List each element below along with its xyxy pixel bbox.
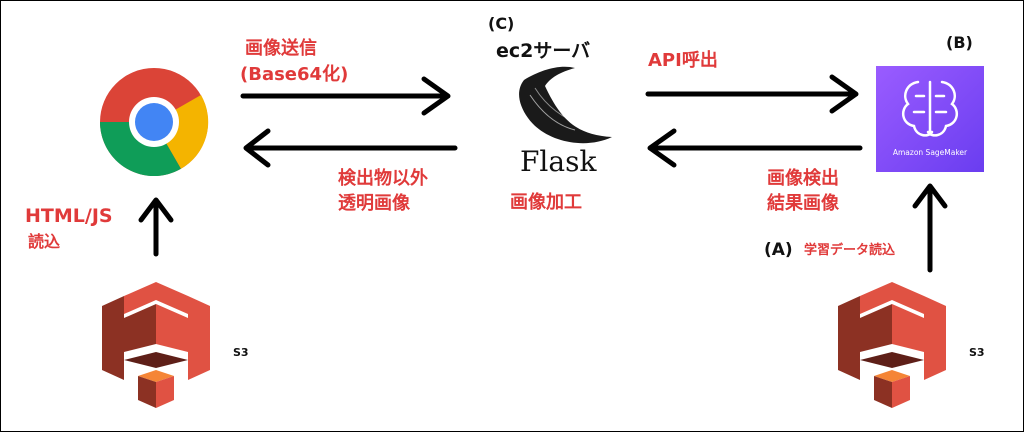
arrow-return: [243, 128, 458, 168]
send-label-line2: (Base64化): [240, 64, 349, 85]
return-label-line2: 透明画像: [338, 193, 410, 214]
server-name: ec2サーバ: [496, 40, 591, 62]
arrow-detect-return: [647, 128, 863, 168]
html-js-label-line2: 読込: [28, 232, 61, 251]
flask-wordmark: Flask: [520, 145, 597, 178]
s3-right-label: S3: [969, 346, 985, 359]
server-process-label: 画像加工: [510, 192, 582, 213]
arrow-training-load: [912, 183, 948, 273]
send-label-line1: 画像送信: [245, 38, 317, 59]
arrow-api-call: [645, 74, 859, 114]
s3-left-label: S3: [233, 346, 249, 359]
sagemaker-caption: Amazon SageMaker: [892, 148, 968, 157]
api-call-label: API呼出: [648, 50, 718, 71]
s3-icon: [102, 282, 210, 408]
detect-label-line1: 画像検出: [767, 168, 839, 189]
flask-icon: [519, 66, 612, 144]
sagemaker-tag: (B): [946, 33, 973, 52]
training-label: 学習データ読込: [804, 243, 896, 258]
s3-icon: [838, 282, 946, 408]
sagemaker-icon: [876, 66, 984, 172]
html-js-label-line1: HTML/JS: [25, 205, 113, 227]
detect-label-line2: 結果画像: [767, 193, 839, 214]
arrow-send: [240, 76, 451, 116]
return-label-line1: 検出物以外: [338, 168, 428, 189]
server-tag: (C): [488, 14, 515, 33]
training-tag: (A): [764, 240, 793, 260]
arrow-html-js-load: [138, 197, 174, 257]
chrome-icon: [99, 68, 209, 177]
